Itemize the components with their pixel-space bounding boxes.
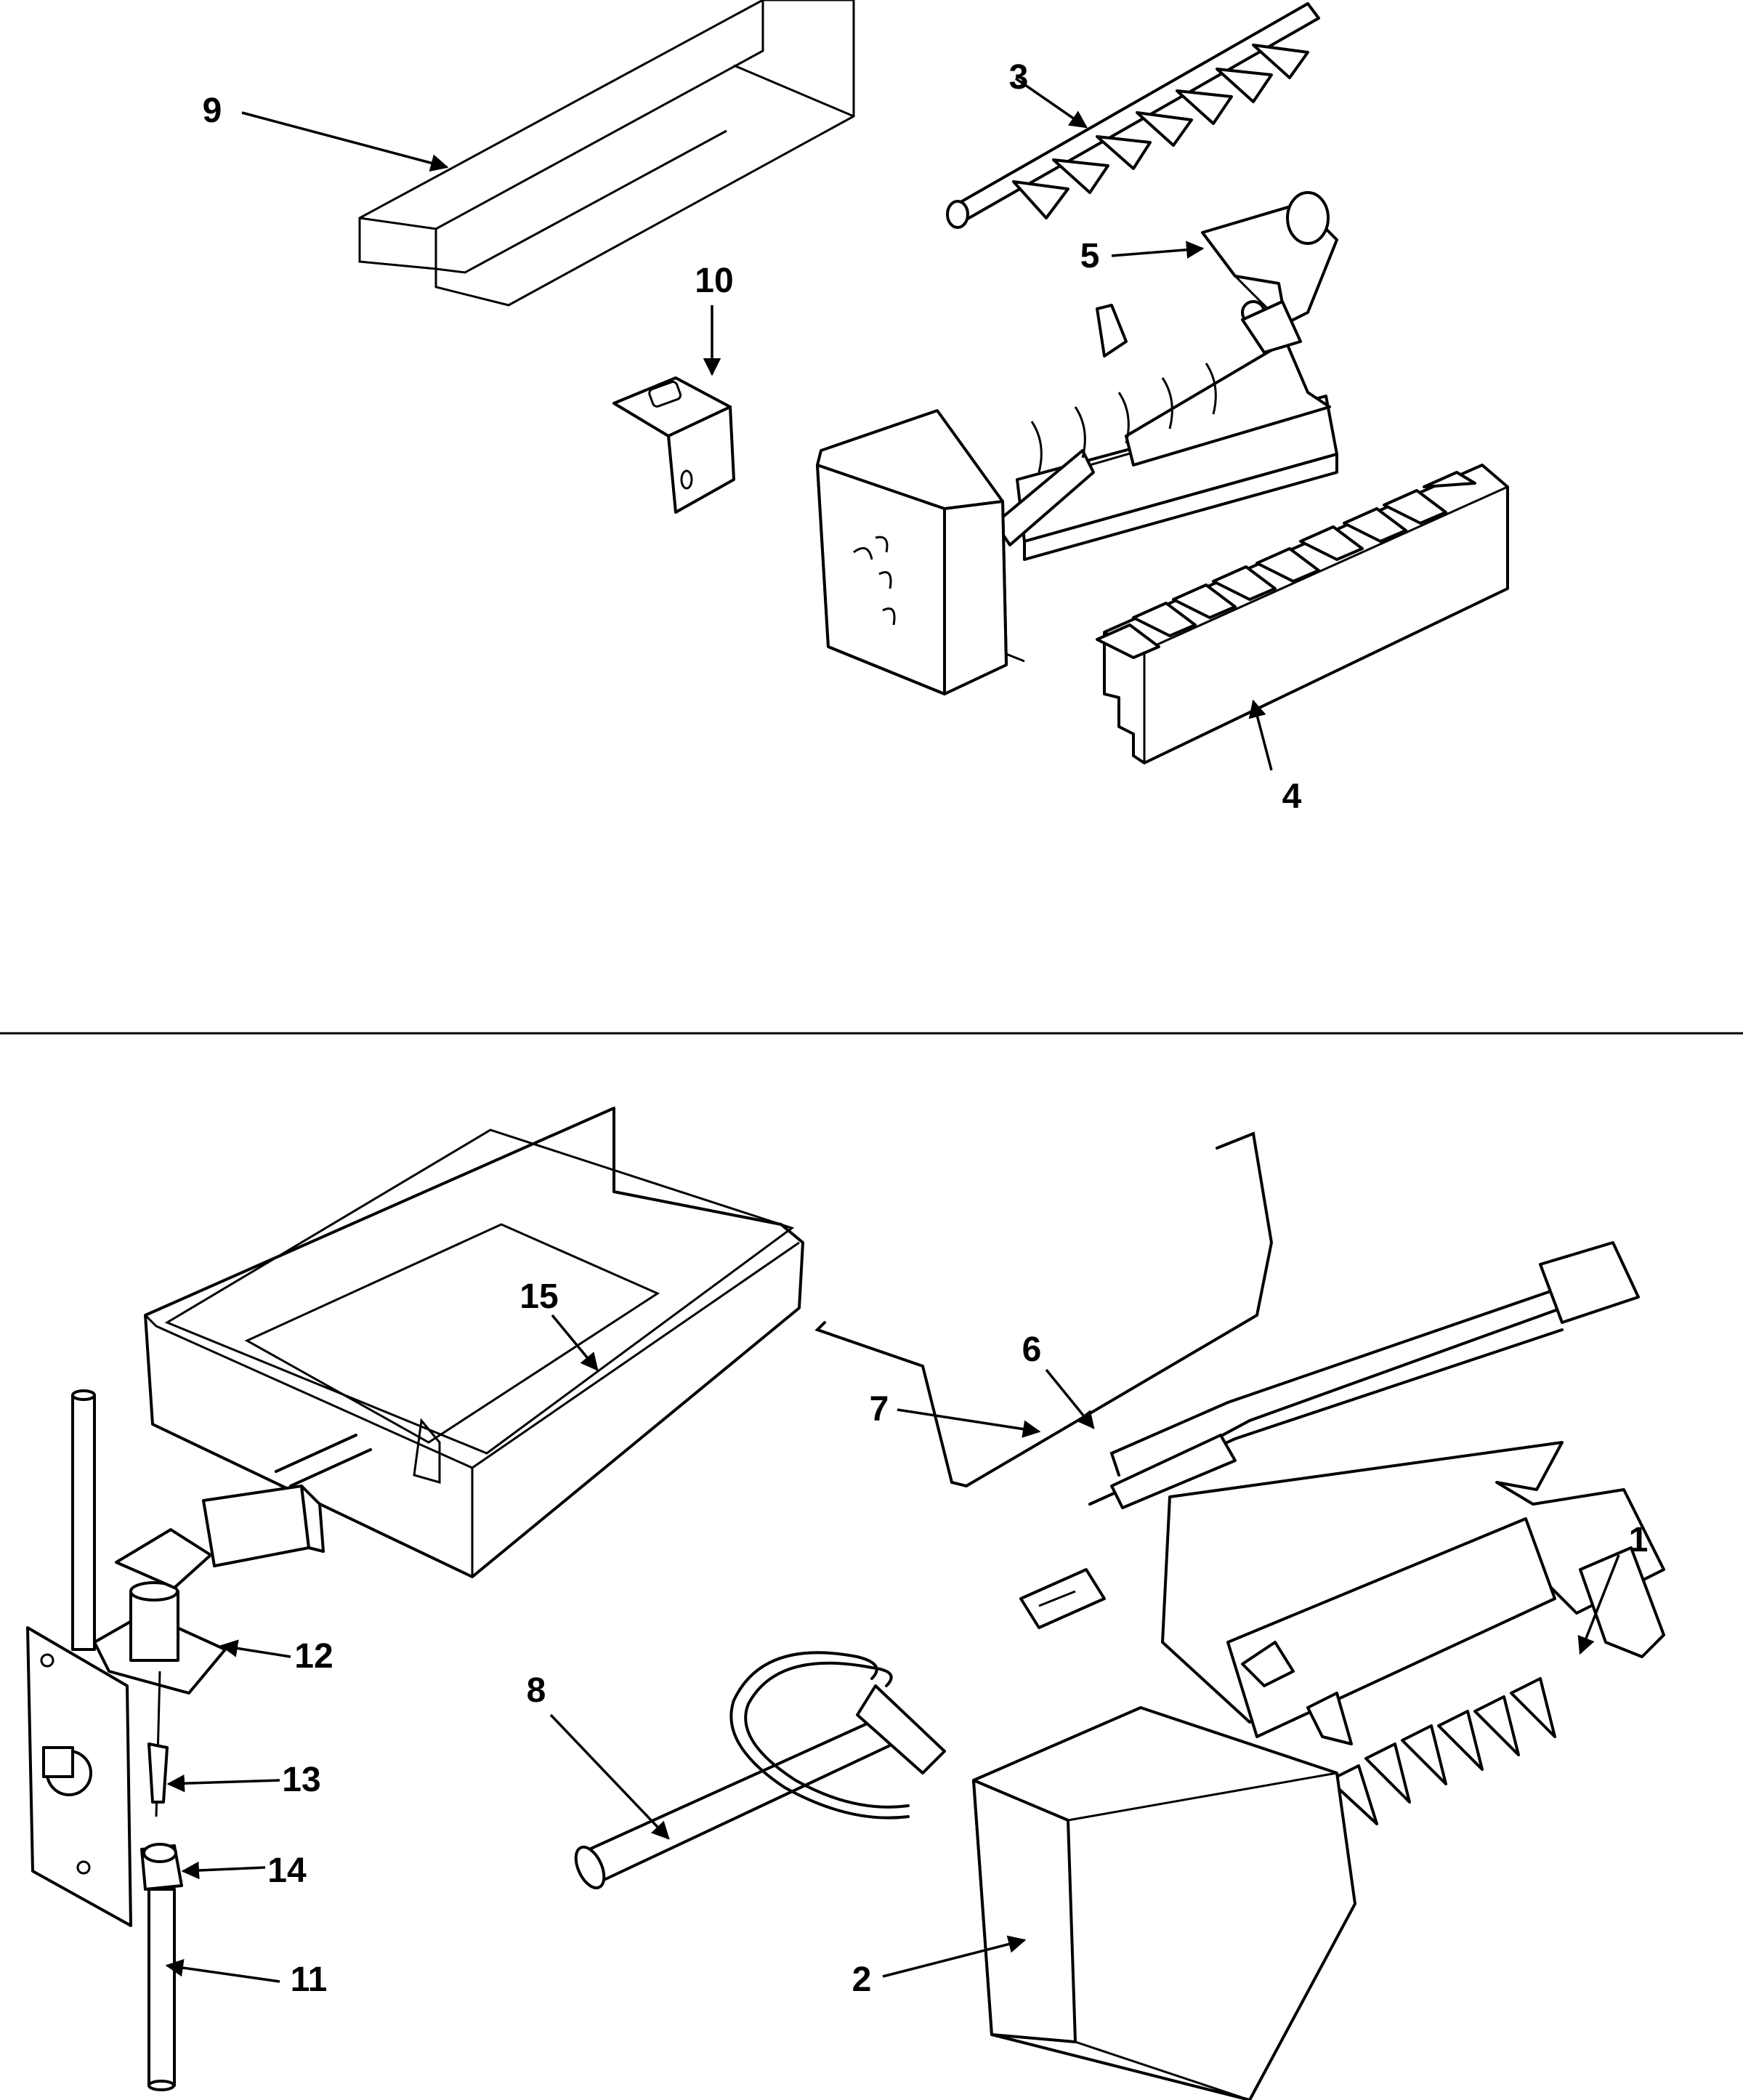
callout-15: 15 [519,1277,558,1316]
part-12-water-valve [26,1389,372,1927]
part-1-ice-maker-assembly [1161,1441,1665,1825]
callout-7: 7 [870,1390,889,1429]
part-7-wire-harness [1019,1241,1640,1629]
part-5-shutoff-arm [1201,191,1338,325]
part-6-shutoff-wire [814,1131,1274,1488]
part-10-bracket [612,376,735,514]
callout-1: 1 [1629,1521,1649,1559]
callout-8: 8 [527,1671,546,1710]
callout-9: 9 [203,92,222,130]
leader-lines [165,77,1620,1983]
part-8-fill-tube [574,1651,946,1890]
part-14-nut [140,1843,183,1891]
callout-13: 13 [282,1761,320,1799]
part-4-housing [816,409,1025,695]
callout-2: 2 [852,1960,872,1999]
callout-labels: 9 3 5 10 4 15 6 7 1 12 8 13 14 2 11 [203,58,1649,1999]
part-11-tube [147,1888,176,2091]
callout-10: 10 [695,262,733,300]
callout-5: 5 [1080,237,1100,275]
callout-12: 12 [294,1637,333,1676]
callout-6: 6 [1022,1330,1042,1369]
callout-3: 3 [1009,58,1029,97]
part-3-ejector-shaft [946,2,1320,229]
callout-14: 14 [267,1851,307,1890]
part-4-ice-mold [994,300,1338,561]
callout-4: 4 [1282,778,1302,816]
part-13-spring [147,1671,169,1817]
part-2-housing-cover [972,1706,1356,2100]
part-4-stripper [1096,464,1509,764]
part-15-ice-bin [144,1107,804,1578]
callout-11: 11 [291,1960,328,1999]
part-9-cover-plate [358,0,855,307]
